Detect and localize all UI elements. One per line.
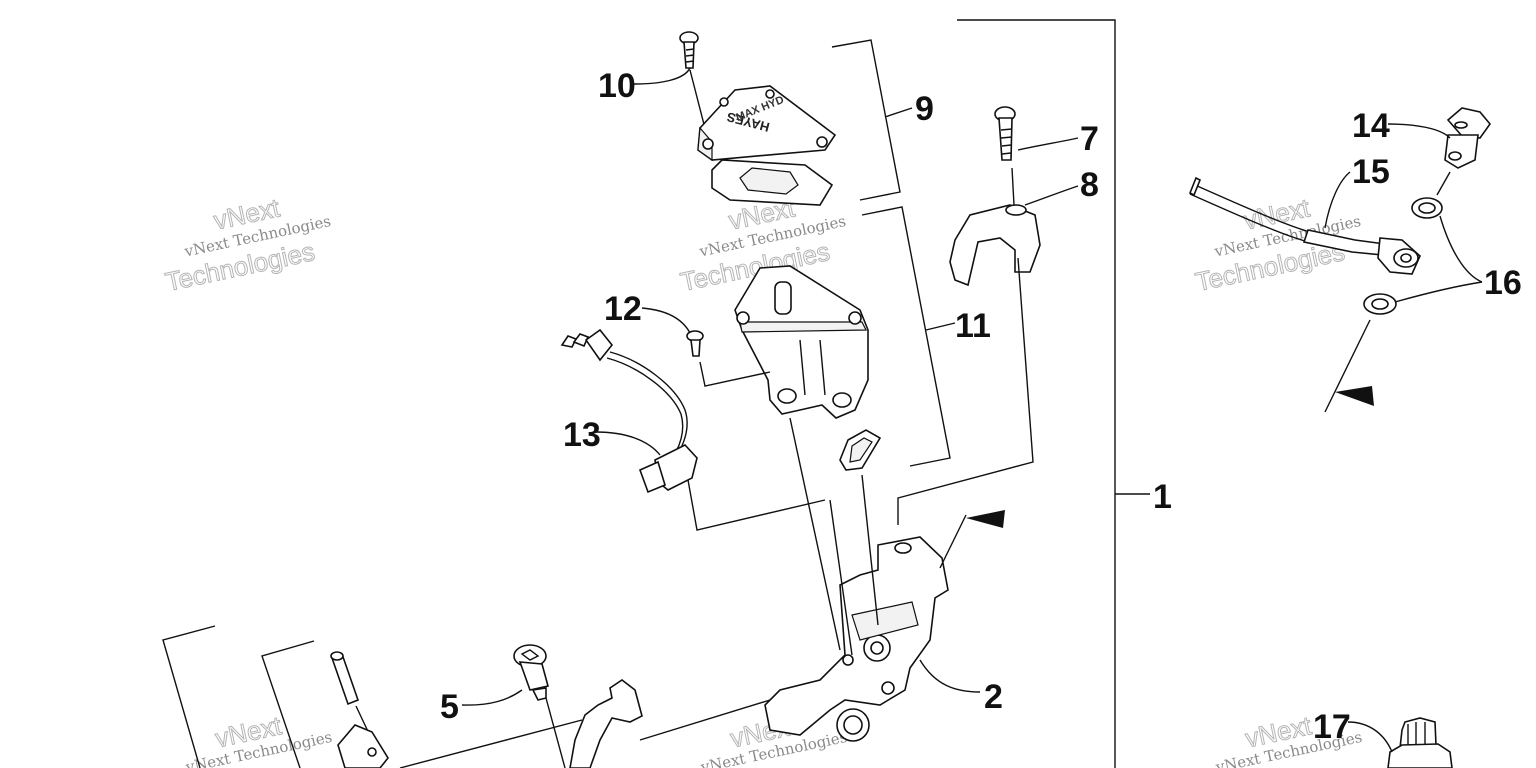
callout-16: 16 [1484, 264, 1522, 302]
callout-10: 10 [598, 67, 636, 105]
assembly-bracket-1 [957, 19, 1150, 768]
bolt-part-7 [994, 106, 1079, 206]
fluid-bottle-part-17 [1347, 717, 1453, 768]
watermark-bottom-left: vNext vNext Technologies [183, 710, 333, 768]
direction-arrow-center [939, 510, 1005, 569]
reservoir-cover-part-9: HAYES MAX HYD [697, 85, 837, 162]
lower-left-pin [330, 651, 389, 768]
lower-left-brackets [162, 625, 315, 768]
callout-13: 13 [563, 416, 601, 454]
callout-1: 1 [1153, 478, 1172, 516]
watermark-top-left: vNext vNext Technologies Technologies [162, 192, 332, 298]
screw-part-10 [633, 31, 709, 141]
callout-7: 7 [1080, 120, 1099, 158]
callout-11: 11 [955, 307, 991, 345]
crush-washers-part-16 [1324, 197, 1483, 413]
assembly-bracket-9 [831, 39, 913, 201]
callout-12: 12 [604, 290, 642, 328]
diaphragm-gasket [711, 159, 834, 206]
callout-15: 15 [1352, 153, 1390, 191]
master-cylinder-body-part-11 [734, 265, 869, 419]
callout-8: 8 [1080, 166, 1099, 204]
brake-switch-part-13 [560, 328, 826, 531]
assembly-bracket-11 [861, 206, 956, 467]
pivot-bolt-part-5 [461, 644, 566, 768]
callout-2: 2 [984, 678, 1003, 716]
o-ring [839, 429, 882, 471]
lever-housing-part-2 [764, 417, 981, 742]
brake-hose-part-15 [1188, 171, 1421, 275]
callout-14: 14 [1352, 107, 1390, 145]
callout-9: 9 [915, 90, 934, 128]
screw-part-12 [641, 307, 771, 387]
callout-17: 17 [1313, 708, 1351, 746]
brake-lever [399, 679, 771, 768]
callout-5: 5 [440, 688, 459, 726]
banjo-bolt-part-14 [1387, 107, 1492, 196]
clamp-part-8 [897, 185, 1079, 525]
